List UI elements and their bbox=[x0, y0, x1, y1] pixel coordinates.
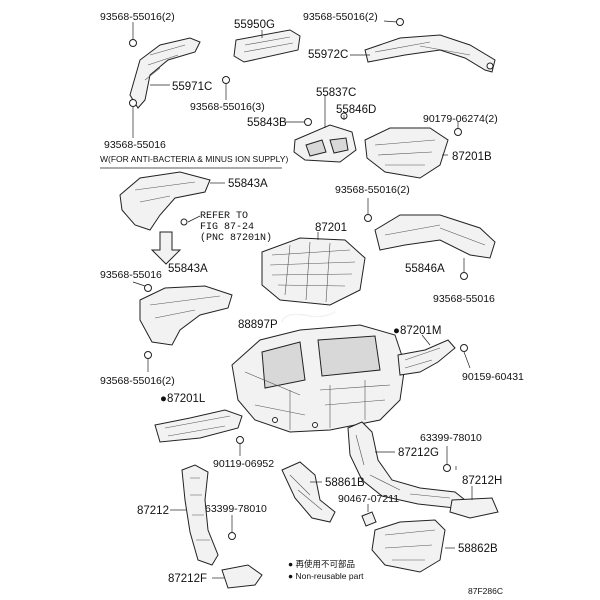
label-87201M: ●87201M bbox=[393, 325, 442, 337]
label-55846D: 55846D bbox=[336, 104, 376, 116]
label-90179-06274-2: 90179-06274(2) bbox=[423, 113, 498, 125]
hvac-main-body bbox=[231, 324, 406, 433]
label-88897P: 88897P bbox=[238, 319, 278, 331]
anti-bacteria-note: W(FOR ANTI-BACTERIA & MINUS ION SUPPLY) bbox=[100, 154, 288, 164]
label-87201: 87201 bbox=[315, 222, 347, 234]
label-55971C: 55971C bbox=[172, 81, 212, 93]
label-87212G: 87212G bbox=[398, 447, 439, 459]
label-93568-55016-2-a: 93568-55016(2) bbox=[100, 11, 175, 23]
label-55846A: 55846A bbox=[405, 263, 445, 275]
duct-87201M bbox=[397, 339, 468, 376]
duct-55971C bbox=[129, 37, 201, 109]
label-58862B: 58862B bbox=[458, 543, 498, 555]
label-87212: 87212 bbox=[137, 505, 169, 517]
label-63399-78010-a: 63399-78010 bbox=[420, 432, 482, 444]
label-87201B: 87201B bbox=[452, 151, 492, 163]
label-93568-55016-2-d: 93568-55016(2) bbox=[100, 375, 175, 387]
label-58861B: 58861B bbox=[325, 477, 365, 489]
duct-87201B bbox=[364, 127, 462, 179]
duct-87201L bbox=[154, 409, 244, 444]
plate-87212H bbox=[443, 464, 499, 519]
unit-87201 bbox=[261, 237, 366, 306]
clip-90467-07211 bbox=[361, 511, 377, 527]
label-90159-60431: 90159-60431 bbox=[462, 371, 524, 383]
label-93568-55016-3: 93568-55016(3) bbox=[190, 101, 265, 113]
label-55843B: 55843B bbox=[247, 117, 287, 129]
label-55972C: 55972C bbox=[308, 49, 348, 61]
duct-58861B bbox=[281, 461, 336, 523]
label-55843A-lower: 55843A bbox=[168, 263, 208, 275]
legend-chinese: ● 再使用不可部品 bbox=[288, 559, 355, 569]
duct-55843A-lower bbox=[139, 284, 233, 359]
legend-english: ● Non-reusable part bbox=[288, 571, 364, 581]
hose-88897P bbox=[281, 311, 336, 323]
label-55950G: 55950G bbox=[234, 19, 275, 31]
label-87201L: ●87201L bbox=[160, 393, 206, 405]
label-93568-55016-c: 93568-55016 bbox=[433, 293, 495, 305]
arrow-down bbox=[150, 231, 182, 265]
duct-55972C bbox=[364, 18, 496, 73]
duct-87212G bbox=[347, 421, 466, 509]
panel-55950G bbox=[222, 29, 301, 84]
duct-58862B bbox=[371, 519, 446, 573]
label-63399-78010-b: 63399-78010 bbox=[205, 503, 267, 515]
plate-87212F bbox=[221, 564, 263, 589]
refer-line-3: (PNC 87201N) bbox=[200, 232, 272, 244]
label-87212H: 87212H bbox=[462, 475, 502, 487]
label-93568-55016-2-c: 93568-55016(2) bbox=[335, 184, 410, 196]
label-90467-07211: 90467-07211 bbox=[338, 493, 399, 505]
duct-55846A bbox=[364, 214, 496, 280]
duct-55843A-upper bbox=[119, 171, 211, 231]
duct-87212 bbox=[181, 464, 236, 566]
refer-line-1: REFER TO bbox=[200, 211, 248, 222]
label-55837C: 55837C bbox=[316, 87, 356, 99]
figure-code: 87F286C bbox=[468, 586, 503, 596]
label-93568-55016-2-b: 93568-55016(2) bbox=[303, 11, 378, 23]
vent-assembly-55837C bbox=[293, 112, 357, 163]
label-90119-06952: 90119-06952 bbox=[213, 458, 274, 470]
label-87212F: 87212F bbox=[168, 573, 207, 585]
label-93568-55016-b: 93568-55016 bbox=[100, 269, 162, 281]
label-55843A-upper: 55843A bbox=[228, 178, 268, 190]
refer-line-2: FIG 87-24 bbox=[200, 222, 254, 233]
label-93568-55016-a: 93568-55016 bbox=[104, 139, 166, 151]
